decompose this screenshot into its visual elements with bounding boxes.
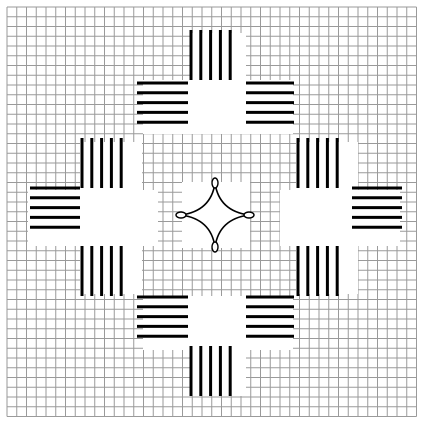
star-point-bottom: [212, 242, 218, 252]
center-square: [182, 182, 250, 248]
star-point-right: [244, 212, 254, 218]
star-point-left: [176, 212, 186, 218]
star-point-top: [212, 178, 218, 188]
unstitched-area: [143, 80, 293, 134]
center-motif: [176, 178, 254, 252]
unstitched-area: [143, 296, 293, 350]
